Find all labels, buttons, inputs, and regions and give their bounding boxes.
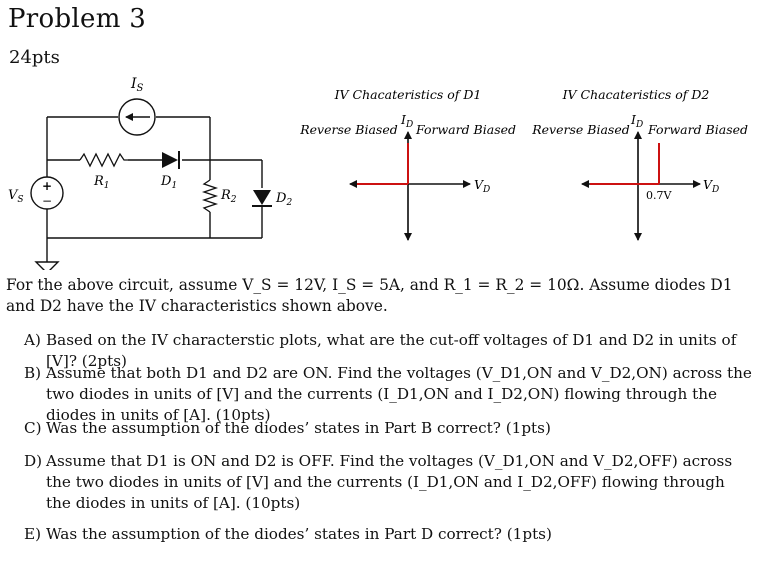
label-vs: VS xyxy=(8,188,24,205)
iv-d2-y-label: ID xyxy=(630,112,643,130)
question-b: B)Assume that both D1 and D2 are ON. Fin… xyxy=(24,364,752,424)
circuit-diagram xyxy=(46,116,263,262)
current-source xyxy=(118,98,156,136)
iv-d1-x-label: VD xyxy=(474,177,490,195)
resistor-r2 xyxy=(201,179,219,213)
iv-d2-forward-label: Forward Biased xyxy=(647,122,748,137)
problem-title: Problem 3 xyxy=(8,4,147,34)
svg-text:−: − xyxy=(42,194,52,208)
diode-d1 xyxy=(162,151,180,169)
label-r2: R2 xyxy=(220,188,237,205)
diode-d2 xyxy=(252,190,272,207)
label-r1: R1 xyxy=(93,174,110,191)
question-a: A)Based on the IV characterstic plots, w… xyxy=(24,331,737,370)
ground-symbol xyxy=(34,261,60,270)
iv-d1-forward-label: Forward Biased xyxy=(415,122,516,137)
problem-points: 24pts xyxy=(9,47,60,68)
svg-text:+: + xyxy=(42,179,52,193)
label-d1: D1 xyxy=(160,174,177,191)
iv-plot-d2: IV Chacateristics of D2 Reverse Biased F… xyxy=(531,87,748,241)
iv-d2-threshold-label: 0.7V xyxy=(646,189,672,202)
iv-plot-d1: IV Chacateristics of D1 Reverse Biased F… xyxy=(299,87,516,241)
iv-d2-reverse-label: Reverse Biased xyxy=(531,122,629,137)
iv-d2-title: IV Chacateristics of D2 xyxy=(562,87,710,102)
question-c: C)Was the assumption of the diodes’ stat… xyxy=(24,419,551,437)
iv-d1-reverse-label: Reverse Biased xyxy=(299,122,397,137)
iv-d1-title: IV Chacateristics of D1 xyxy=(334,87,482,102)
figure-area: IS R1 D1 R2 D2 + − VS IV Chacateristics … xyxy=(8,76,748,270)
resistor-r1 xyxy=(79,152,128,168)
problem-intro: For the above circuit, assume V_S = 12V,… xyxy=(6,276,733,315)
question-d: D)Assume that D1 is ON and D2 is OFF. Fi… xyxy=(24,452,733,512)
iv-d1-y-label: ID xyxy=(400,112,413,130)
label-is: IS xyxy=(130,76,144,94)
question-e: E)Was the assumption of the diodes’ stat… xyxy=(24,525,552,543)
label-d2: D2 xyxy=(275,191,292,208)
voltage-source: + − xyxy=(30,176,64,210)
iv-d2-x-label: VD xyxy=(703,177,719,195)
